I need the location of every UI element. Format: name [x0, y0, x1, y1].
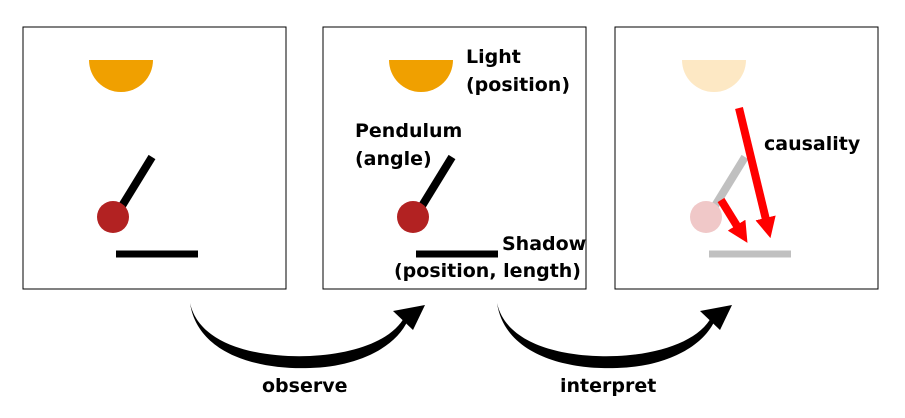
light-source-faded — [682, 60, 746, 92]
light-label-line2: (position) — [466, 74, 570, 96]
interpret-label: interpret — [560, 375, 656, 397]
curved-arrow-head — [700, 305, 732, 330]
panel-frame — [322, 26, 587, 290]
pendulum-label-line2: (angle) — [355, 148, 432, 170]
arrow-interpret: interpret — [497, 303, 732, 397]
causal-arrow-light — [735, 107, 776, 239]
curved-arrow-body — [497, 303, 715, 369]
panel-interpreted: causality — [614, 26, 879, 290]
pendulum-bob — [97, 201, 129, 233]
shadow-label-line2: (position, length) — [394, 260, 581, 282]
shadow-label-line1: Shadow — [502, 233, 586, 255]
curved-arrow-body — [190, 303, 408, 369]
causal-arrow-pendulum — [717, 197, 748, 243]
causality-label: causality — [764, 133, 861, 155]
pendulum-label-line1: Pendulum — [355, 120, 462, 142]
light-label-line1: Light — [466, 46, 521, 68]
light-source — [389, 60, 453, 92]
panel-frame — [22, 26, 287, 290]
panel-observed: Light (position) Pendulum (angle) Shadow… — [322, 26, 587, 290]
pendulum-bob — [397, 201, 429, 233]
arrow-observe: observe — [190, 303, 425, 397]
panel-initial — [22, 26, 287, 290]
observe-label: observe — [262, 375, 348, 397]
curved-arrow-head — [393, 305, 425, 330]
light-source — [89, 60, 153, 92]
pendulum-bob-faded — [690, 201, 722, 233]
